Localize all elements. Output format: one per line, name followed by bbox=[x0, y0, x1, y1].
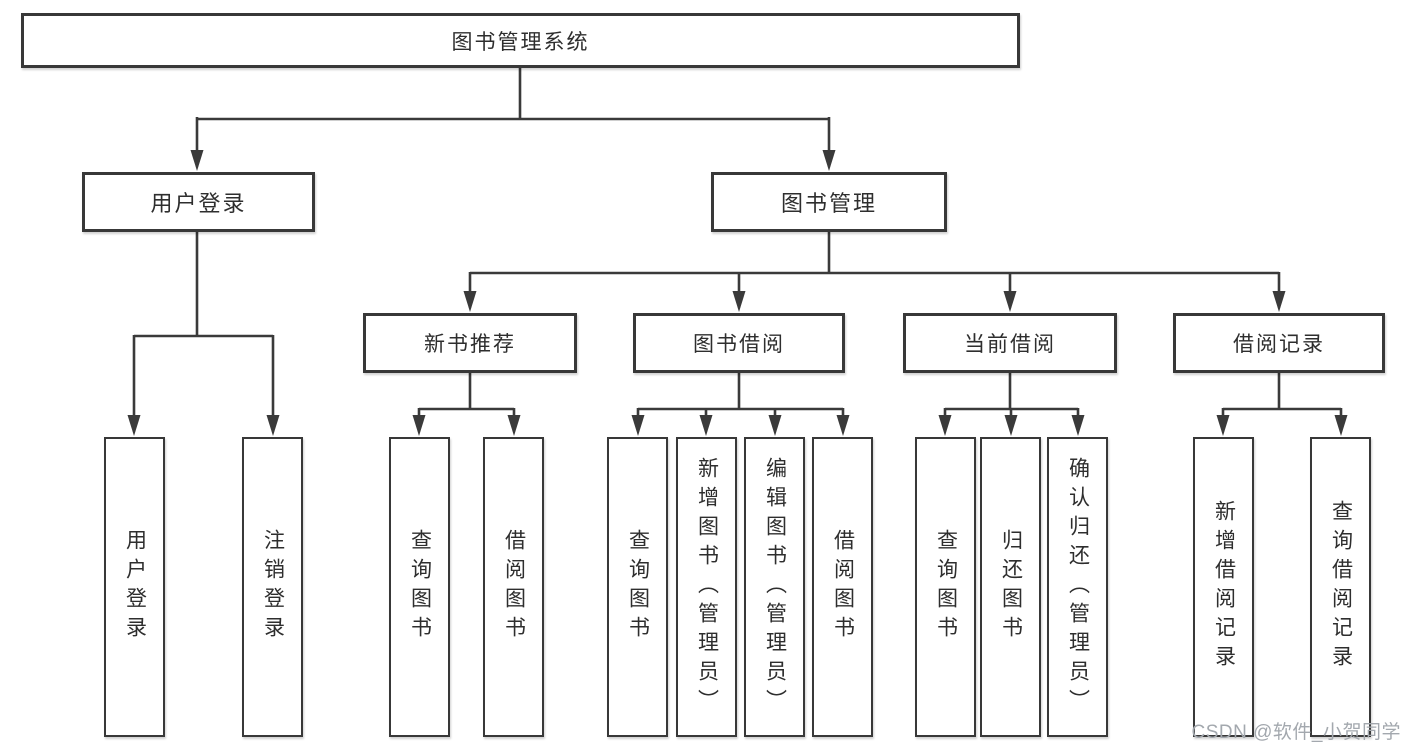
leaf-query-borrow-record: 查询借阅记录 bbox=[1310, 437, 1371, 737]
leaf-borrow-books-borrowing: 借阅图书 bbox=[812, 437, 873, 737]
leaf-query-books-borrowing: 查询图书 bbox=[607, 437, 668, 737]
node-borrowing-records: 借阅记录 bbox=[1173, 313, 1385, 373]
leaf-user-login: 用户登录 bbox=[104, 437, 165, 737]
leaf-query-books-current: 查询图书 bbox=[915, 437, 976, 737]
node-book-borrowing: 图书借阅 bbox=[633, 313, 845, 373]
node-current-borrowing: 当前借阅 bbox=[903, 313, 1117, 373]
leaf-logout: 注销登录 bbox=[242, 437, 303, 737]
leaf-edit-books-admin: 编辑图书（管理员） bbox=[744, 437, 805, 737]
arrowheads bbox=[127, 150, 1348, 436]
node-book-management: 图书管理 bbox=[711, 172, 947, 232]
leaf-query-books-recommend: 查询图书 bbox=[389, 437, 450, 737]
node-user-login: 用户登录 bbox=[82, 172, 315, 232]
leaf-confirm-return-admin: 确认归还（管理员） bbox=[1047, 437, 1108, 737]
leaf-borrow-books-recommend: 借阅图书 bbox=[483, 437, 544, 737]
csdn-watermark: CSDN @软件_小贺同学 bbox=[1191, 722, 1401, 743]
leaf-add-books-admin: 新增图书（管理员） bbox=[676, 437, 737, 737]
leaf-return-books: 归还图书 bbox=[980, 437, 1041, 737]
node-new-book-recommend: 新书推荐 bbox=[363, 313, 577, 373]
node-library-system: 图书管理系统 bbox=[21, 13, 1020, 68]
leaf-add-borrow-record: 新增借阅记录 bbox=[1193, 437, 1254, 737]
